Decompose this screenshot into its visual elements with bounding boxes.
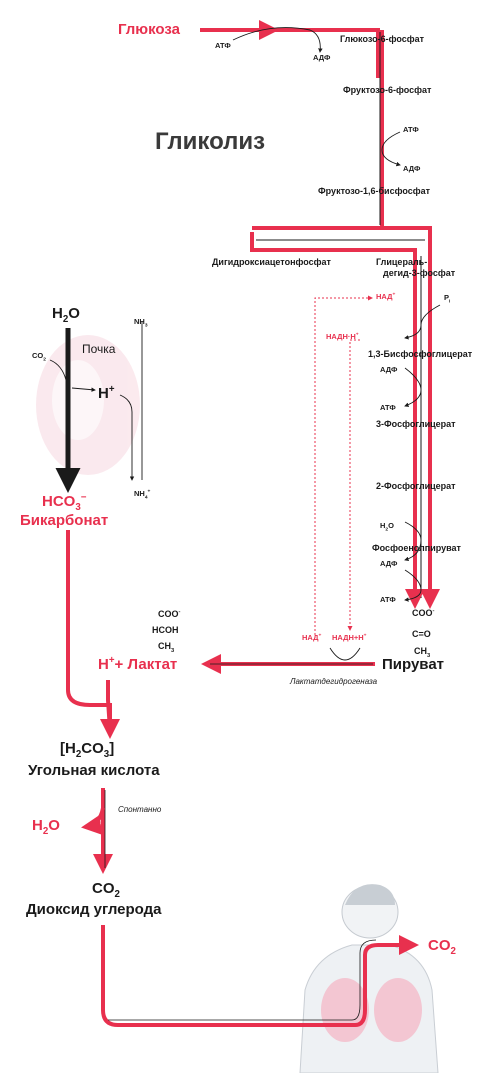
co2-name-label: Диоксид углерода: [26, 901, 162, 918]
adp-label-2: АДФ: [403, 164, 421, 173]
f16bp-label: Фруктозо-1,6-бисфосфат: [318, 186, 431, 196]
co2-small-label: CO2: [32, 351, 46, 363]
g6p-label: Глюкозо-6-фосфат: [340, 34, 424, 44]
arrow-h2o-out: [81, 807, 105, 835]
hco3-label: HCO3−: [42, 492, 87, 513]
ldh-nad-label: НАД+: [302, 633, 322, 642]
pyruvate-ch3: CH3: [414, 646, 431, 659]
nadh-label: НАДН·Н+: [326, 332, 359, 341]
carbonic-label: Угольная кислота: [28, 762, 160, 779]
pg2-label: 2-Фосфоглицерат: [376, 481, 456, 491]
nh4-label: NH4+: [134, 489, 151, 501]
nad-recycle-lines: [314, 295, 373, 638]
atp-label-1: АТФ: [215, 41, 231, 50]
h2o-red-label: H2O: [32, 817, 60, 837]
bicarbonate-label: Бикарбонат: [20, 512, 109, 529]
co2-label: CO2: [92, 880, 120, 900]
atp-label-2: АТФ: [403, 125, 419, 134]
page-title: Гликолиз: [155, 128, 266, 155]
pyruvate-co: C=O: [412, 629, 431, 639]
lactate-hcoh: HCOH: [152, 625, 179, 635]
glycolysis-pathway-band: [200, 28, 432, 600]
lactate-ch3: CH3: [158, 641, 175, 654]
pg3-label: 3-Фосфоглицерат: [376, 419, 456, 429]
h2o-small-label: H2O: [380, 521, 394, 533]
carbonic-merge-band: [66, 530, 112, 731]
glucose-label: Глюкоза: [118, 21, 180, 38]
dhap-label: Дигидроксиацетонфосфат: [212, 257, 331, 267]
kidney-illustration: [36, 335, 140, 475]
arrow-co2-lungs: [101, 925, 419, 1027]
nad-label: НАД+: [376, 292, 396, 301]
pyruvate-label: Пируват: [382, 656, 445, 673]
ldh-curve: [329, 647, 361, 661]
adp-label-3: АДФ: [380, 365, 398, 374]
gap-label-2: дегид-3-фосфат: [383, 268, 456, 278]
ldh-nadh-label: НАДН+Н+: [332, 633, 367, 642]
ldh-enzyme-label: Лактатдегидрогеназа: [290, 677, 378, 686]
adp-label-1: АДФ: [313, 53, 331, 62]
co2-exhale-label: CO2: [428, 937, 456, 957]
kidney-label: Почка: [82, 342, 116, 356]
adp-label-4: АДФ: [380, 559, 398, 568]
side-reaction-arrows: [232, 27, 441, 602]
human-lungs-illustration: [299, 884, 439, 1073]
pyruvate-coo: COO-: [412, 608, 435, 618]
h-plus-label: H+: [98, 384, 115, 402]
h-lactate-label: H++ Лактат: [98, 655, 178, 673]
nh3-label: NH3: [134, 317, 148, 329]
f6p-label: Фруктозо-6-фосфат: [343, 85, 432, 95]
carbonic-formula: [H2CO3]: [60, 740, 115, 760]
spontaneous-label: Спонтанно: [118, 805, 162, 814]
atp-label-4: АТФ: [380, 595, 396, 604]
gap-label-1: Глицераль-: [376, 257, 428, 267]
bpg-label: 1,3-Бисфосфоглицерат: [368, 349, 473, 359]
lactate-coo: COO-: [158, 609, 181, 619]
h2o-label: H2O: [52, 305, 80, 325]
pep-label: Фосфоенолпируват: [372, 543, 461, 553]
atp-label-3: АТФ: [380, 403, 396, 412]
pathway-main-lines: [256, 32, 425, 598]
pi-label: Pi: [444, 293, 451, 305]
